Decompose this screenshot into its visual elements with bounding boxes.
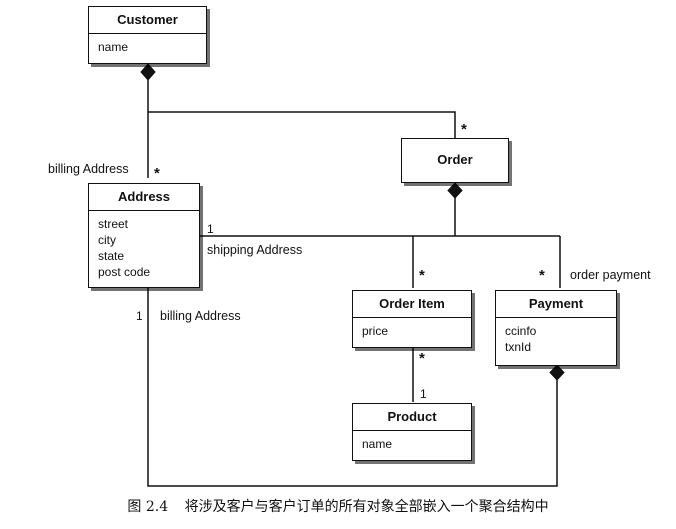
figure-caption: 图 2.4 将涉及客户与客户订单的所有对象全部嵌入一个聚合结构中 xyxy=(0,496,676,516)
class-title: Order xyxy=(437,152,473,167)
attribute: price xyxy=(362,324,389,338)
payment-billing-address-line xyxy=(147,288,558,487)
class-attributes: price xyxy=(353,318,471,343)
order-class: Order xyxy=(401,138,509,183)
order-item-class: Order Item price xyxy=(352,290,472,348)
attribute: txnId xyxy=(505,340,532,354)
attribute: post code xyxy=(98,265,151,279)
multiplicity-one: 1 xyxy=(420,387,427,401)
shipping-address-label: shipping Address xyxy=(207,243,303,257)
attribute: city xyxy=(98,233,116,247)
class-title: Product xyxy=(353,404,471,431)
order-payment-label: order payment xyxy=(570,268,651,282)
attribute: name xyxy=(98,40,129,54)
billing-address-label-bottom: billing Address xyxy=(160,309,241,323)
payment-composition-diamond xyxy=(549,364,565,381)
class-attributes: ccinfo txnId xyxy=(496,318,616,359)
multiplicity-many: * xyxy=(461,121,467,138)
multiplicity-many: * xyxy=(419,267,425,284)
order-composition-diamond xyxy=(447,182,463,199)
multiplicity-many: * xyxy=(419,350,425,367)
class-title: Customer xyxy=(89,7,206,34)
attribute: state xyxy=(98,249,125,263)
address-class: Address street city state post code xyxy=(88,183,200,288)
class-attributes: street city state post code xyxy=(89,211,199,284)
class-title: Order Item xyxy=(353,291,471,318)
payment-class: Payment ccinfo txnId xyxy=(495,290,617,366)
class-attributes: name xyxy=(89,34,206,59)
attribute: ccinfo xyxy=(505,324,537,338)
multiplicity-many: * xyxy=(539,267,545,284)
multiplicity-one: 1 xyxy=(136,309,143,323)
class-title: Payment xyxy=(496,291,616,318)
attribute: name xyxy=(362,437,393,451)
billing-address-label: billing Address xyxy=(48,162,129,176)
product-class: Product name xyxy=(352,403,472,461)
figure-number: 图 2.4 xyxy=(127,499,169,515)
customer-class: Customer name xyxy=(88,6,207,64)
customer-order-line xyxy=(148,111,456,138)
caption-text: 将涉及客户与客户订单的所有对象全部嵌入一个聚合结构中 xyxy=(184,499,549,515)
multiplicity-many: * xyxy=(154,165,160,182)
multiplicity-one: 1 xyxy=(207,222,214,236)
class-attributes: name xyxy=(353,431,471,456)
class-title: Address xyxy=(89,184,199,211)
attribute: street xyxy=(98,217,129,231)
customer-composition-diamond xyxy=(140,63,156,81)
